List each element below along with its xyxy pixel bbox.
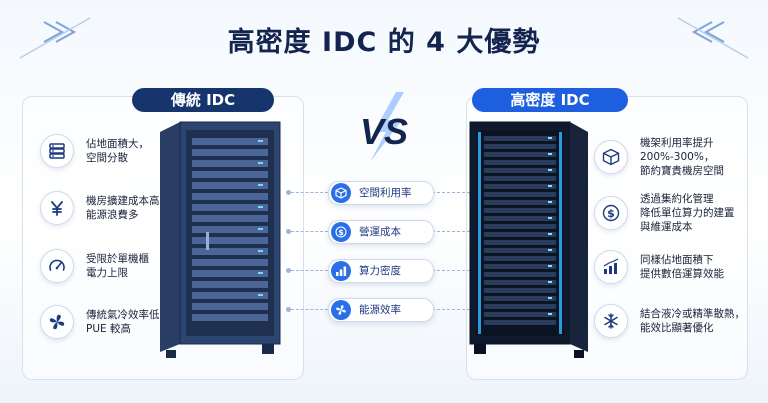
traditional-idc-label: 傳統 IDC bbox=[132, 88, 274, 112]
yen-icon bbox=[40, 191, 74, 225]
left-feature-text: 佔地面積大， 空間分散 bbox=[86, 138, 149, 164]
connector-dot bbox=[286, 307, 291, 312]
left-feature-cost: 機房擴建成本高， 能源浪費多 bbox=[40, 191, 170, 225]
right-feature-cost: $ 透過集約化管理 降低單位算力的建置 與維運成本 bbox=[594, 192, 735, 234]
cube-icon bbox=[594, 140, 628, 174]
comparison-label: 空間利用率 bbox=[359, 187, 412, 199]
high-density-server-rack bbox=[469, 121, 588, 358]
right-feature-text: 機架利用率提升 200%-300%， 節約寶貴機房空間 bbox=[640, 137, 724, 177]
fan-icon bbox=[40, 305, 74, 339]
vs-text: VS bbox=[360, 111, 408, 152]
server-list-icon bbox=[40, 134, 74, 168]
connector-line bbox=[432, 231, 470, 232]
bar-chart-icon bbox=[594, 250, 628, 284]
cube-icon bbox=[331, 183, 351, 203]
left-feature-power: 受限於單機櫃 電力上限 bbox=[40, 249, 149, 283]
right-feature-text: 透過集約化管理 降低單位算力的建置 與維運成本 bbox=[640, 193, 735, 233]
left-feature-text: 傳統氣冷效率低， PUE 較高 bbox=[86, 309, 170, 335]
right-feature-space: 機架利用率提升 200%-300%， 節約寶貴機房空間 bbox=[594, 136, 724, 178]
comparison-space-utilization: 空間利用率 bbox=[328, 181, 434, 205]
connector-line bbox=[432, 270, 470, 271]
connector-line bbox=[432, 309, 470, 310]
right-feature-text: 同樣佔地面積下 提供數倍運算效能 bbox=[640, 254, 724, 280]
left-feature-text: 受限於單機櫃 電力上限 bbox=[86, 253, 149, 279]
right-feature-cooling: 結合液冷或精準散熱， 能效比顯著優化 bbox=[594, 304, 745, 338]
connector-dot bbox=[286, 229, 291, 234]
left-feature-cooling: 傳統氣冷效率低， PUE 較高 bbox=[40, 305, 170, 339]
svg-text:$: $ bbox=[338, 228, 344, 237]
right-feature-performance: 同樣佔地面積下 提供數倍運算效能 bbox=[594, 250, 724, 284]
bar-chart-icon bbox=[331, 261, 351, 281]
traditional-server-rack bbox=[160, 121, 281, 358]
snowflake-icon bbox=[594, 304, 628, 338]
comparison-energy-efficiency: 能源效率 bbox=[328, 298, 434, 322]
comparison-label: 能源效率 bbox=[359, 304, 401, 316]
dollar-icon: $ bbox=[594, 196, 628, 230]
dollar-icon: $ bbox=[331, 222, 351, 242]
connector-line bbox=[291, 309, 328, 310]
connector-line bbox=[432, 192, 470, 193]
left-feature-space: 佔地面積大， 空間分散 bbox=[40, 134, 149, 168]
comparison-label: 算力密度 bbox=[359, 265, 401, 277]
comparison-operating-cost: $ 營運成本 bbox=[328, 220, 434, 244]
svg-text:$: $ bbox=[607, 207, 615, 220]
speedometer-icon bbox=[40, 249, 74, 283]
high-density-idc-label: 高密度 IDC bbox=[472, 88, 628, 112]
left-feature-text: 機房擴建成本高， 能源浪費多 bbox=[86, 195, 170, 221]
right-feature-text: 結合液冷或精準散熱， 能效比顯著優化 bbox=[640, 308, 745, 334]
connector-dot bbox=[286, 190, 291, 195]
connector-line bbox=[291, 270, 328, 271]
page-title: 高密度 IDC 的 4 大優勢 bbox=[227, 27, 541, 58]
fan-icon bbox=[331, 300, 351, 320]
vs-emblem: VS bbox=[360, 92, 408, 162]
connector-dot bbox=[286, 268, 291, 273]
comparison-label: 營運成本 bbox=[359, 226, 401, 238]
connector-line bbox=[291, 192, 328, 193]
connector-line bbox=[291, 231, 328, 232]
comparison-compute-density: 算力密度 bbox=[328, 259, 434, 283]
